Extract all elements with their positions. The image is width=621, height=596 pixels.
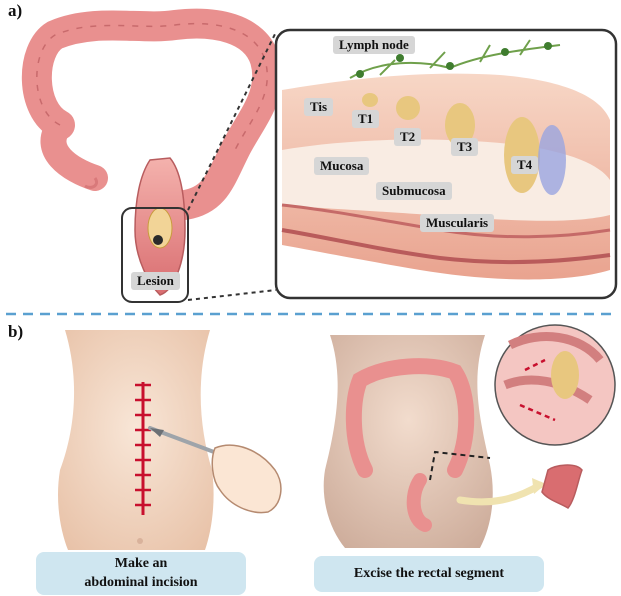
- panel-a-letter: a): [8, 1, 22, 21]
- magnified-inset: [495, 325, 615, 445]
- caption-excise-rectal-segment: Excise the rectal segment: [314, 556, 544, 592]
- abdomen-illustration: [58, 330, 281, 550]
- label-lymph-node: Lymph node: [333, 36, 415, 54]
- zoom-line-bottom: [188, 290, 276, 300]
- label-t2: T2: [394, 128, 421, 146]
- label-mucosa: Mucosa: [314, 157, 369, 175]
- label-t1: T1: [352, 110, 379, 128]
- label-t4: T4: [511, 156, 538, 174]
- label-muscularis: Muscularis: [420, 214, 494, 232]
- caption-left-line2: abdominal incision: [36, 573, 246, 592]
- label-submucosa: Submucosa: [376, 182, 452, 200]
- label-tis: Tis: [304, 98, 333, 116]
- label-lesion: Lesion: [131, 272, 180, 290]
- caption-left-line1: Make an: [36, 554, 246, 573]
- panel-b-letter: b): [8, 322, 23, 342]
- colon-overview: [37, 24, 267, 295]
- label-t3: T3: [451, 138, 478, 156]
- caption-abdominal-incision: Make an abdominal incision: [36, 552, 246, 595]
